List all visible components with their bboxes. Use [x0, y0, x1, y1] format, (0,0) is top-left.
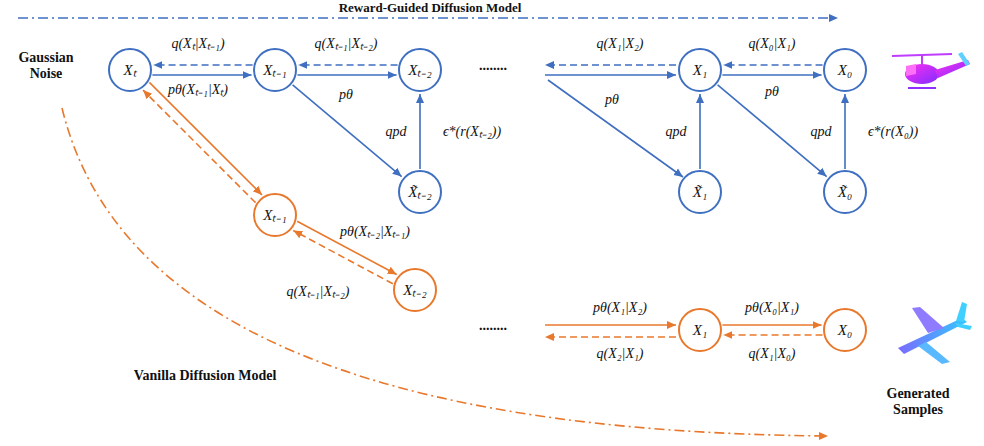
state-circle: X̃₀	[823, 170, 867, 214]
state-label: Xₜ₋₂	[408, 63, 431, 78]
reward-guided-arrow	[18, 17, 838, 19]
transition-label: qpd	[384, 124, 409, 140]
state-label: Xₜ₋₁	[263, 208, 286, 223]
state-label: X₀	[838, 323, 852, 338]
state-label: Xₜ₋₂	[403, 283, 426, 298]
annotation-label: Gaussian Noise	[9, 50, 83, 82]
annotation-label: ϵ*(r(Xₜ₋₂))	[441, 124, 503, 140]
transition-label: pθ(Xₜ₋₁|Xₜ)	[166, 82, 230, 98]
annotation-label: q(X₁|X₂)	[594, 36, 645, 52]
reverse-process-arrow	[143, 90, 256, 203]
vanilla-arrow	[62, 108, 828, 436]
forward-process-arrow	[419, 94, 421, 169]
transition-label: q(Xₜ₋₁|Xₜ₋₂)	[312, 36, 379, 52]
state-circle: X₀	[823, 308, 867, 352]
transition-label: qpd	[664, 124, 689, 140]
edge-layer	[143, 65, 845, 335]
layout-lines	[18, 18, 838, 436]
state-circle: Xₜ	[108, 48, 152, 92]
state-circle: Xₜ₋₂	[398, 48, 442, 92]
transition-label: pθ(X₀|X₁)	[743, 300, 801, 316]
annotation-label: ϵ*(r(X₀))	[866, 124, 920, 140]
annotation-label: pθ(X₁|X₂)	[591, 300, 649, 316]
transition-label: pθ	[763, 84, 781, 100]
state-label: Xₜ	[123, 63, 136, 78]
annotation-label: pθ	[603, 92, 621, 108]
transition-label: qpd	[809, 124, 834, 140]
forward-process-arrow	[844, 94, 846, 169]
forward-process-arrow	[722, 74, 821, 76]
state-circle: X̃ₜ₋₂	[398, 170, 442, 214]
state-circle: X₀	[823, 48, 867, 92]
state-label: X̃ₜ₋₂	[408, 185, 431, 200]
state-circle: Xₜ₋₂	[393, 268, 437, 312]
reverse-process-arrow	[153, 64, 252, 66]
forward-line	[545, 324, 676, 326]
state-circle: Xₜ₋₁	[253, 48, 297, 92]
forward-process-arrow	[699, 94, 701, 169]
reverse-process-arrow	[723, 334, 822, 336]
transition-label: q(Xₜ|Xₜ₋₁)	[169, 36, 226, 52]
forward-line	[545, 74, 676, 76]
forward-process-arrow	[722, 324, 821, 326]
transition-label: pθ	[337, 87, 355, 103]
state-circle: X₁	[678, 48, 722, 92]
airplane-sample	[898, 302, 972, 364]
state-label: Xₜ₋₁	[263, 63, 286, 78]
diagram-title: Reward-Guided Diffusion Model	[337, 1, 524, 16]
state-circle: X̃₁	[678, 170, 722, 214]
backward-line	[545, 336, 676, 338]
transition-label: q(Xₜ₋₁|Xₜ₋₂)	[284, 284, 351, 300]
backward-line	[545, 64, 676, 66]
state-circle: Xₜ₋₁	[253, 193, 297, 237]
annotation-label: Vanilla Diffusion Model	[132, 368, 279, 384]
forward-process-arrow	[152, 74, 251, 76]
state-circle: X₁	[678, 308, 722, 352]
transition-label: pθ(Xₜ₋₂|Xₜ₋₁)	[338, 224, 412, 240]
transition-label: q(X₀|X₁)	[746, 36, 797, 52]
state-label: X₁	[693, 63, 707, 78]
state-label: X̃₀	[838, 185, 852, 200]
annotation-label: q(X₂|X₁)	[594, 346, 645, 362]
annotation-label: Generated Samples	[876, 386, 960, 418]
forward-process-arrow	[297, 74, 396, 76]
reverse-process-arrow	[298, 64, 397, 66]
state-label: X₀	[838, 63, 852, 78]
annotation-label: ........	[477, 318, 509, 334]
transition-label: q(X₁|X₀)	[746, 346, 797, 362]
state-label: X₁	[693, 323, 707, 338]
forward-process-arrow	[149, 82, 262, 195]
reverse-process-arrow	[723, 64, 822, 66]
helicopter-sample	[892, 52, 970, 88]
annotation-label: ........	[477, 58, 509, 74]
state-label: X̃₁	[693, 185, 707, 200]
